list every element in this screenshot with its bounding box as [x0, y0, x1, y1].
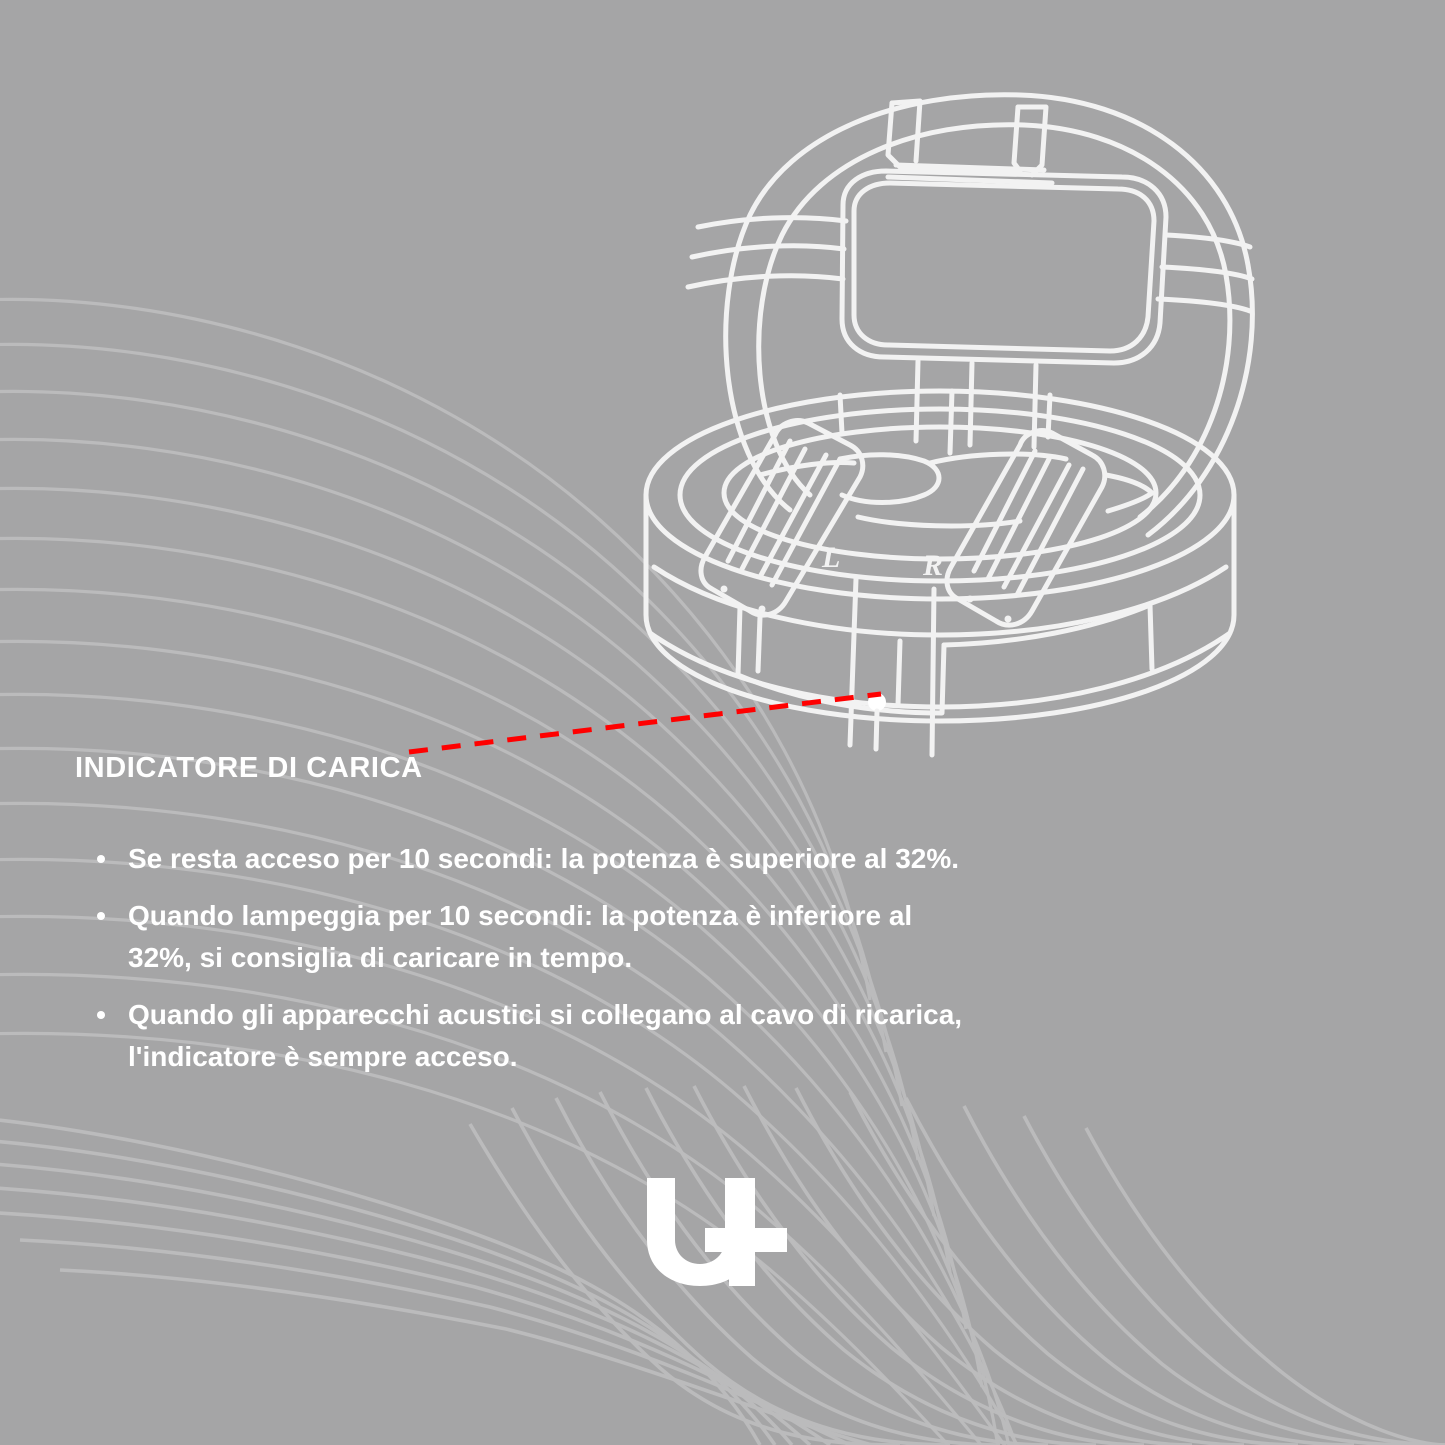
list-item: Quando lampeggia per 10 secondi: la pote… — [92, 895, 982, 980]
list-item-text: Quando lampeggia per 10 secondi: la pote… — [128, 899, 913, 974]
label-right-bud: R — [922, 549, 943, 582]
list-item-text: Quando gli apparecchi acustici si colleg… — [128, 998, 963, 1073]
list-item-text: Se resta acceso per 10 secondi: la poten… — [128, 843, 960, 874]
charge-indicator-bullet-list: Se resta acceso per 10 secondi: la poten… — [92, 838, 982, 1093]
page-title: INDICATORE DI CARICA — [75, 752, 423, 784]
dashed-leader — [408, 691, 882, 755]
brand-logo — [647, 1178, 787, 1286]
label-left-bud: L — [821, 541, 840, 574]
callout-leader-line — [408, 691, 882, 755]
charging-case-illustration: L R — [643, 92, 1255, 758]
bullet-dot-icon — [97, 855, 105, 863]
bullet-dot-icon — [97, 1010, 105, 1019]
bullet-dot-icon — [97, 911, 105, 920]
list-item: Quando gli apparecchi acustici si colleg… — [92, 994, 982, 1079]
list-item: Se resta acceso per 10 secondi: la poten… — [92, 838, 982, 881]
